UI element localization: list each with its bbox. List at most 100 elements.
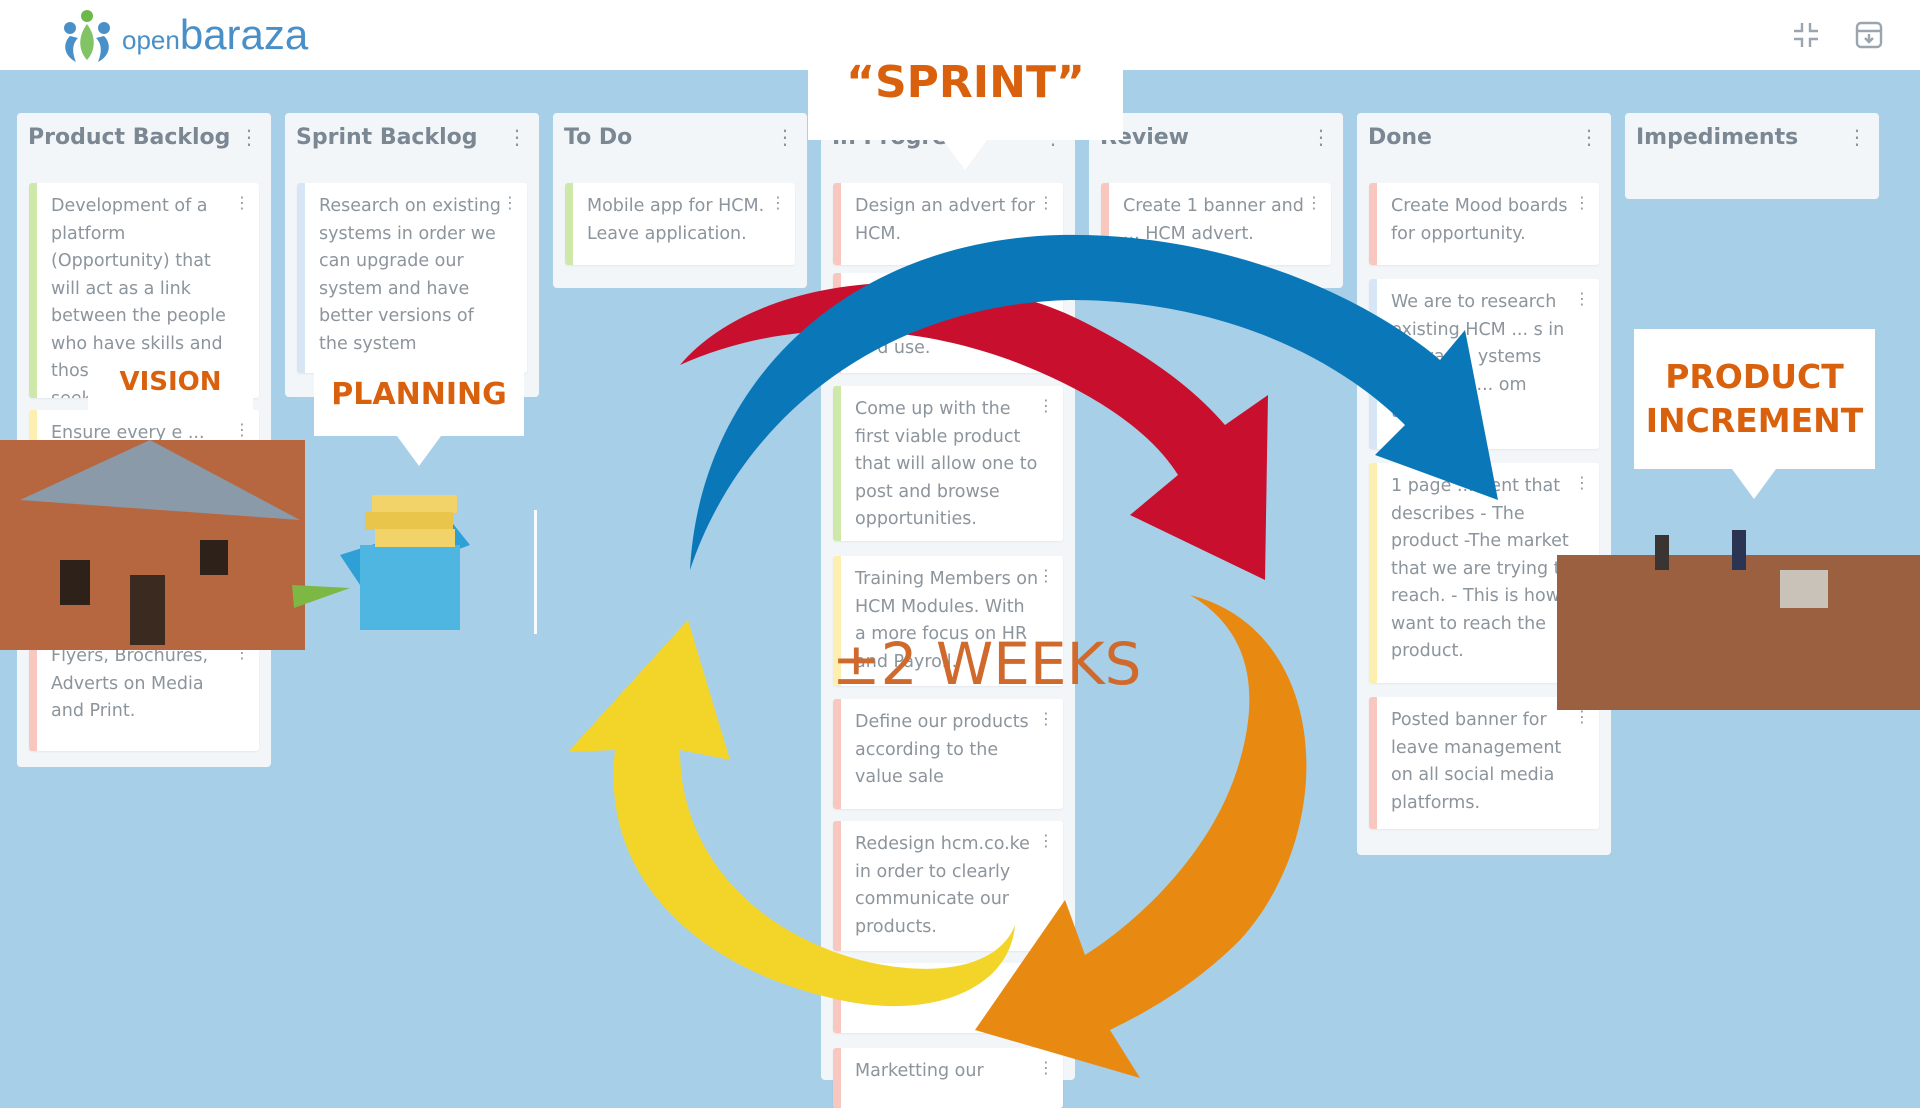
- card-text: Create Mood boards for opportunity.: [1391, 196, 1568, 244]
- task-card[interactable]: ... or ... ng. ⋮: [833, 963, 1063, 1033]
- archive-icon[interactable]: [1854, 20, 1884, 50]
- construction-photo: [1557, 530, 1920, 710]
- column-sprint-backlog: Sprint Backlog ⋮ Research on existing sy…: [285, 113, 539, 397]
- card-menu-icon[interactable]: ⋮: [234, 643, 250, 662]
- card-menu-icon[interactable]: ⋮: [1038, 973, 1054, 992]
- card-text: Research on existing systems in order we…: [319, 196, 501, 354]
- card-stripe: [833, 821, 841, 951]
- column-menu-icon[interactable]: ⋮: [239, 125, 259, 149]
- column-title: Impediments: [1636, 125, 1799, 150]
- column-header: Done ⋮: [1357, 113, 1611, 163]
- column-product-backlog: Product Backlog ⋮ Development of a platf…: [17, 113, 271, 767]
- card-text: We are to research existing HCM ... s in…: [1391, 292, 1565, 422]
- column-impediments: Impediments ⋮: [1625, 113, 1879, 199]
- column-menu-icon[interactable]: ⋮: [1847, 125, 1867, 149]
- task-card[interactable]: Redesign hcm.co.ke in order to clearly c…: [833, 821, 1063, 951]
- sprint-label: “SPRINT”: [846, 57, 1085, 108]
- column-in-progress: In Progress ⋮ Design an advert for HCM. …: [821, 113, 1075, 1108]
- logo-name: baraza: [179, 11, 309, 58]
- compress-icon[interactable]: [1791, 20, 1821, 50]
- column-menu-icon[interactable]: ⋮: [507, 125, 527, 149]
- card-menu-icon[interactable]: ⋮: [502, 193, 518, 212]
- column-header: Review ⋮: [1089, 113, 1343, 163]
- card-menu-icon[interactable]: ⋮: [1038, 566, 1054, 585]
- column-title: Product Backlog: [28, 125, 231, 150]
- planning-box-icon: [340, 495, 470, 630]
- card-text: ... or ... ng.: [855, 976, 951, 996]
- card-stripe: [833, 273, 841, 373]
- card-text: ... d use.: [855, 338, 931, 358]
- card-stripe: [833, 1048, 841, 1108]
- card-menu-icon[interactable]: ⋮: [1038, 1058, 1054, 1077]
- column-done: Done ⋮ Create Mood boards for opportunit…: [1357, 113, 1611, 855]
- product-label-line2: INCREMENT: [1645, 401, 1864, 440]
- card-menu-icon[interactable]: ⋮: [1038, 396, 1054, 415]
- card-stripe: [833, 386, 841, 541]
- task-card[interactable]: Create 1 banner and ... HCM advert. ⋮: [1101, 183, 1331, 265]
- people-logo-icon: [64, 10, 110, 62]
- card-menu-icon[interactable]: ⋮: [1038, 709, 1054, 728]
- task-card[interactable]: Mobile app for HCM. Leave application. ⋮: [565, 183, 795, 265]
- card-menu-icon[interactable]: ⋮: [1574, 193, 1590, 212]
- card-menu-icon[interactable]: ⋮: [234, 193, 250, 212]
- card-menu-icon[interactable]: ⋮: [1574, 707, 1590, 726]
- column-menu-icon[interactable]: ⋮: [1311, 125, 1331, 149]
- card-text: Ensure every e ... HCM: [51, 423, 205, 471]
- card-stripe: [1369, 279, 1377, 449]
- card-text: Posted banner for leave management on al…: [1391, 710, 1562, 813]
- vision-callout: VISION: [88, 352, 253, 417]
- task-card[interactable]: 1 page ... nent that describes - The pro…: [1369, 463, 1599, 683]
- vision-label: VISION: [119, 367, 222, 397]
- task-card[interactable]: Define our products according to the val…: [833, 699, 1063, 809]
- card-menu-icon[interactable]: ⋮: [1574, 473, 1590, 492]
- column-menu-icon[interactable]: ⋮: [1579, 125, 1599, 149]
- card-menu-icon[interactable]: ⋮: [1306, 193, 1322, 212]
- openbaraza-logo[interactable]: openbaraza: [58, 6, 308, 64]
- column-menu-icon[interactable]: ⋮: [775, 125, 795, 149]
- card-stripe: [29, 183, 37, 398]
- card-stripe: [297, 183, 305, 373]
- task-card[interactable]: We are to research existing HCM ... s in…: [1369, 279, 1599, 449]
- card-stripe: [1101, 183, 1109, 265]
- card-text: Define our products according to the val…: [855, 712, 1029, 787]
- card-text: Come up with the first viable product th…: [855, 399, 1038, 529]
- card-menu-icon[interactable]: ⋮: [770, 193, 786, 212]
- column-header: To Do ⋮: [553, 113, 807, 163]
- card-text: Design an advert for HCM.: [855, 196, 1035, 244]
- card-stripe: [29, 410, 37, 500]
- card-stripe: [833, 963, 841, 1033]
- card-menu-icon[interactable]: ⋮: [1574, 289, 1590, 308]
- column-review: Review ⋮ Create 1 banner and ... HCM adv…: [1089, 113, 1343, 288]
- card-menu-icon[interactable]: ⋮: [1038, 831, 1054, 850]
- card-stripe: [833, 183, 841, 265]
- task-card[interactable]: ... d use.: [833, 273, 1063, 373]
- task-card[interactable]: Create Mood boards for opportunity. ⋮: [1369, 183, 1599, 265]
- card-stripe: [833, 699, 841, 809]
- planning-label: PLANNING: [331, 377, 507, 412]
- column-title: Done: [1368, 125, 1432, 150]
- task-card[interactable]: Research on existing systems in order we…: [297, 183, 527, 373]
- card-stripe: [1369, 697, 1377, 829]
- task-card[interactable]: Come up with the first viable product th…: [833, 386, 1063, 541]
- card-text: Create 1 banner and ... HCM advert.: [1123, 196, 1304, 244]
- card-stripe: [1369, 183, 1377, 265]
- task-card[interactable]: Ensure every e ... HCM ⋮: [29, 410, 259, 500]
- card-text: Flyers, Brochures, Adverts on Media and …: [51, 646, 209, 721]
- product-increment-callout: PRODUCT INCREMENT: [1634, 329, 1875, 499]
- card-text: Development of a platform (Opportunity) …: [51, 196, 226, 398]
- task-card[interactable]: Design an advert for HCM. ⋮: [833, 183, 1063, 265]
- sprint-duration-label: ±2 WEEKS: [832, 630, 1142, 698]
- task-card[interactable]: Flyers, Brochures, Adverts on Media and …: [29, 633, 259, 751]
- card-text: 1 page ... nent that describes - The pro…: [1391, 476, 1572, 661]
- card-text: Mobile app for HCM. Leave application.: [587, 196, 765, 244]
- planning-callout: PLANNING: [314, 360, 524, 466]
- task-card[interactable]: Marketting our ⋮: [833, 1048, 1063, 1108]
- column-header: Impediments ⋮: [1625, 113, 1879, 163]
- column-title: Sprint Backlog: [296, 125, 478, 150]
- column-header: Product Backlog ⋮: [17, 113, 271, 163]
- product-label-line1: PRODUCT: [1665, 357, 1844, 396]
- card-stripe: [29, 633, 37, 751]
- card-menu-icon[interactable]: ⋮: [1038, 193, 1054, 212]
- task-card[interactable]: Posted banner for leave management on al…: [1369, 697, 1599, 829]
- card-menu-icon[interactable]: ⋮: [234, 420, 250, 439]
